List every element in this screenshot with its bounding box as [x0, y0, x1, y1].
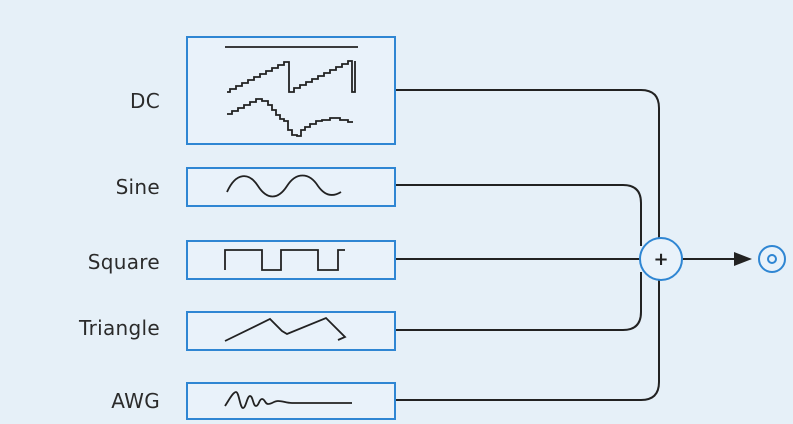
summing-junction: +: [639, 237, 683, 281]
wire-dc: [395, 89, 660, 238]
square-waveform-box: [186, 240, 396, 280]
triangle-waveform-icon: [224, 316, 347, 342]
wire-awg: [395, 280, 660, 401]
sine-waveform-box: [186, 167, 396, 207]
wire-sine: [395, 184, 642, 246]
input-label-sine: Sine: [115, 175, 160, 199]
triangle-waveform-box: [186, 311, 396, 351]
wire-triangle: [395, 272, 642, 331]
input-label-awg: AWG: [111, 389, 160, 413]
awg-waveform-icon: [224, 391, 352, 409]
output-terminal-icon: [758, 245, 786, 273]
input-label-square: Square: [87, 250, 160, 274]
awg-waveform-box: [186, 382, 396, 420]
input-label-dc: DC: [130, 89, 160, 113]
summer-plus-icon: +: [653, 249, 668, 270]
output-arrow-icon: [734, 252, 752, 266]
square-waveform-icon: [224, 249, 345, 271]
dc-waveform-box: [186, 36, 396, 145]
input-label-triangle: Triangle: [79, 316, 160, 340]
sine-waveform-icon: [226, 174, 342, 198]
dc-waveform-icon: [225, 46, 358, 137]
